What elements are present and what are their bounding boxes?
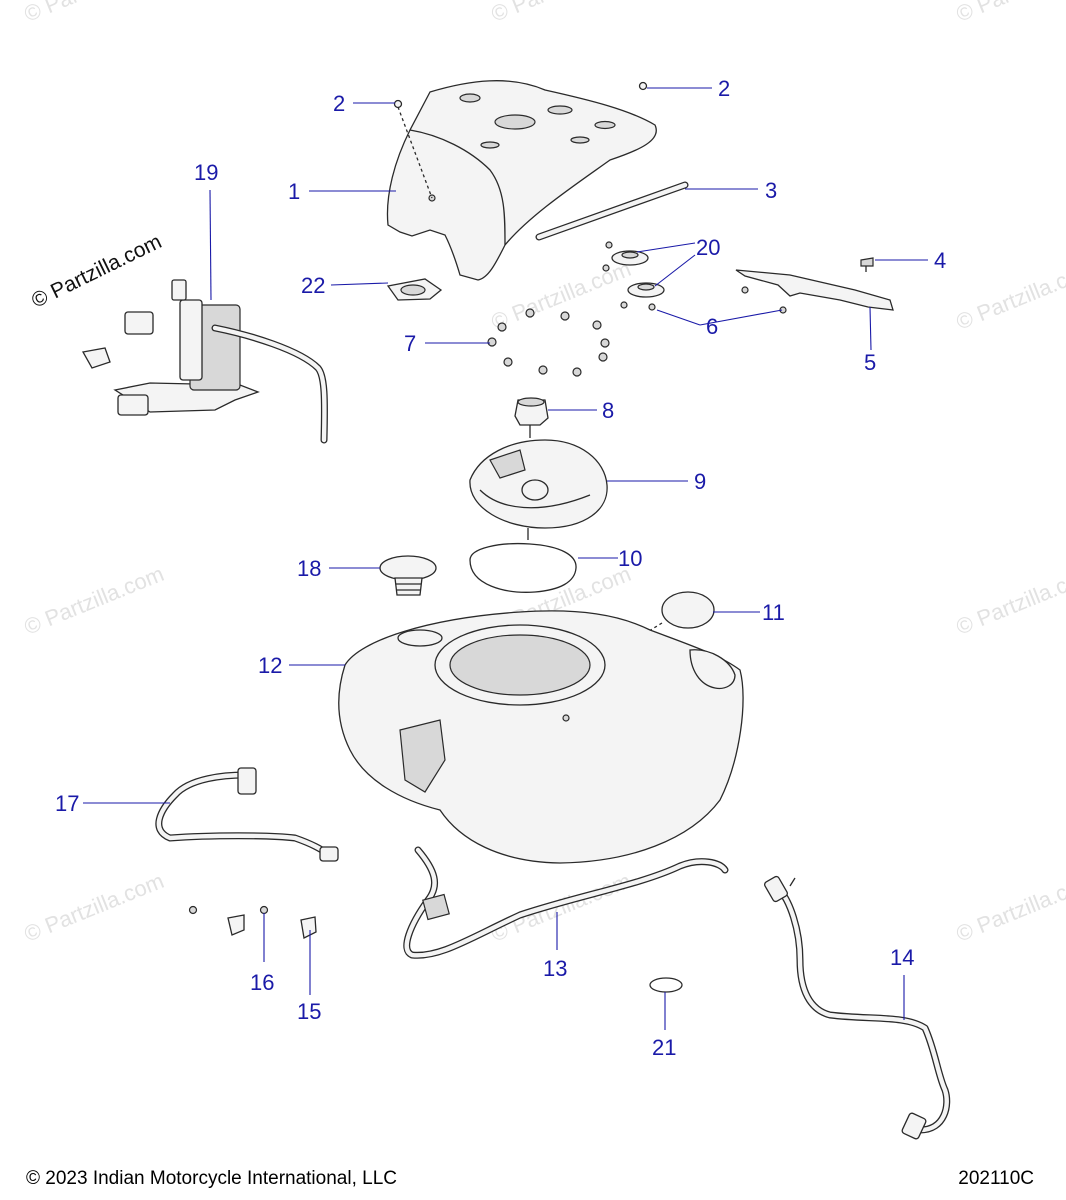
part-20-grommets xyxy=(611,250,665,298)
part-19-fuel-pump xyxy=(81,279,328,444)
part-17-hose xyxy=(155,767,339,862)
callout-18: 18 xyxy=(297,556,321,581)
part-5-bracket xyxy=(735,269,894,314)
part-22-gasket xyxy=(386,278,443,301)
part-3-rod xyxy=(535,181,689,241)
callout-2-left: 2 xyxy=(333,91,345,116)
part-18-cap xyxy=(379,555,437,596)
callout-7: 7 xyxy=(404,331,416,356)
watermark-text: © Partzilla.com xyxy=(953,561,1066,640)
callout-8: 8 xyxy=(602,398,614,423)
part-13-vent-line xyxy=(403,846,729,959)
callout-11: 11 xyxy=(762,600,785,625)
callout-14: 14 xyxy=(890,945,914,970)
part-2-screw xyxy=(638,81,648,91)
part-4-clip xyxy=(860,257,874,272)
leader-lines xyxy=(83,87,928,1030)
copyright-text: © 2023 Indian Motorcycle International, … xyxy=(26,1168,397,1189)
watermark-text: © Partzilla.com xyxy=(953,0,1066,27)
callout-4: 4 xyxy=(934,248,946,273)
callout-9: 9 xyxy=(694,469,706,494)
callout-6: 6 xyxy=(706,314,718,339)
part-15-clip xyxy=(300,916,317,939)
callout-19: 19 xyxy=(194,160,218,185)
watermark-text: © Partzilla.com xyxy=(21,868,168,947)
callout-22: 22 xyxy=(301,273,325,298)
part-7-nuts xyxy=(487,308,610,377)
callout-17: 17 xyxy=(55,791,79,816)
watermark-text: © Partzilla.com xyxy=(21,0,168,27)
part-12-fuel-tank xyxy=(338,610,744,864)
callout-1: 1 xyxy=(288,179,300,204)
callout-5: 5 xyxy=(864,350,876,375)
callout-2-right: 2 xyxy=(718,76,730,101)
callout-16: 16 xyxy=(250,970,274,995)
callouts: 1 2 2 3 4 5 6 7 8 9 10 11 12 13 14 15 16… xyxy=(55,76,946,1060)
part-9-pump-flange xyxy=(469,439,608,540)
part-8-sender xyxy=(514,397,549,438)
watermark-text: © Partzilla.com xyxy=(21,561,168,640)
part-14-hose xyxy=(764,875,951,1140)
callout-12: 12 xyxy=(258,653,282,678)
callout-20: 20 xyxy=(696,235,720,260)
watermark-text: © Partzilla.com xyxy=(488,256,635,335)
callout-21: 21 xyxy=(652,1035,676,1060)
part-2-screw xyxy=(393,99,433,199)
part-1-console-cover xyxy=(386,80,657,281)
watermark-text: © Partzilla.com xyxy=(953,256,1066,335)
part-10-gasket xyxy=(469,542,577,593)
watermark-text: © Partzilla.com xyxy=(953,868,1066,947)
callout-3: 3 xyxy=(765,178,777,203)
drawing-code: 202110C xyxy=(958,1168,1034,1189)
callout-10: 10 xyxy=(618,546,642,571)
part-6-screws xyxy=(602,241,656,311)
watermark-text: © Partzilla.com xyxy=(488,868,635,947)
callout-13: 13 xyxy=(543,956,567,981)
part-21-clamp xyxy=(649,977,683,993)
part-16-clip xyxy=(188,905,269,936)
watermark-text: © Partzilla.com xyxy=(488,0,635,27)
callout-15: 15 xyxy=(297,999,321,1024)
